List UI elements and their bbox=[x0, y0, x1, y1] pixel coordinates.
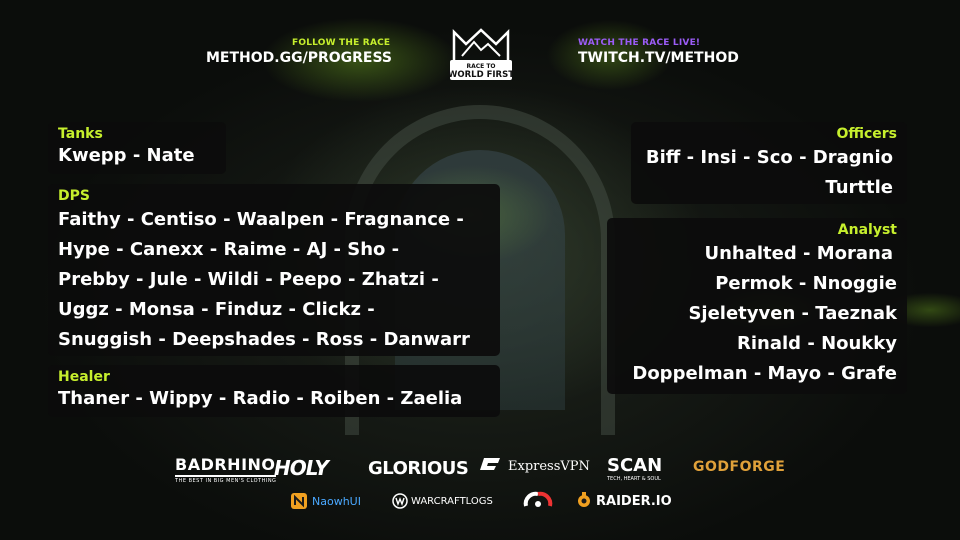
sponsor-name: ExpressVPN bbox=[508, 458, 590, 474]
logo-line2: WORLD FIRST bbox=[448, 70, 514, 80]
race-to-world-first-logo: RACE TO WORLD FIRST bbox=[448, 28, 514, 80]
healer-line: Thaner - Wippy - Radio - Roiben - Zaelia bbox=[58, 388, 463, 409]
analyst-line: Unhalted - Morana bbox=[704, 243, 893, 264]
follow-label: FOLLOW THE RACE bbox=[292, 38, 391, 48]
dps-line: Faithy - Centiso - Waalpen - Fragnance - bbox=[58, 209, 464, 230]
sponsor-sub: THE BEST IN BIG MEN'S CLOTHING bbox=[175, 478, 277, 484]
sponsor-badrhino[interactable]: BADRHINO THE BEST IN BIG MEN'S CLOTHING bbox=[175, 455, 277, 484]
tanks-title: Tanks bbox=[58, 126, 103, 142]
analyst-title: Analyst bbox=[837, 222, 897, 238]
officers-title: Officers bbox=[836, 126, 897, 142]
healer-panel: Healer Thaner - Wippy - Radio - Roiben -… bbox=[48, 365, 500, 417]
watch-url[interactable]: TWITCH.TV/METHOD bbox=[578, 50, 739, 66]
sponsor-name: NaowhUI bbox=[312, 494, 361, 508]
analyst-line: Sjeletyven - Taeznak bbox=[688, 303, 897, 324]
sponsor-sub: TECH, HEART & SOUL bbox=[607, 476, 661, 482]
analyst-line: Rinald - Noukky bbox=[737, 333, 897, 354]
sponsor-scan[interactable]: SCAN TECH, HEART & SOUL bbox=[607, 455, 662, 482]
analyst-line: Permok - Nnoggie bbox=[715, 273, 897, 294]
officers-panel: Officers Biff - Insi - Sco - Dragnio Tur… bbox=[631, 122, 907, 204]
tanks-panel: Tanks Kwepp - Nate bbox=[48, 122, 226, 174]
dps-panel: DPS Faithy - Centiso - Waalpen - Fragnan… bbox=[48, 184, 500, 356]
dps-line: Prebby - Jule - Wildi - Peepo - Zhatzi - bbox=[58, 269, 439, 290]
sponsor-name: WARCRAFTLOGS bbox=[411, 495, 493, 507]
sponsor-naowhui[interactable]: NaowhUI bbox=[290, 492, 361, 510]
dps-line: Uggz - Monsa - Finduz - Clickz - bbox=[58, 299, 375, 320]
sponsor-godforge[interactable]: GODFORGE bbox=[693, 459, 786, 475]
sponsor-name: SCAN bbox=[607, 455, 663, 476]
analyst-panel: Analyst Unhalted - Morana Permok - Nnogg… bbox=[607, 218, 907, 394]
tanks-line: Kwepp - Nate bbox=[58, 145, 195, 166]
warcraftlogs-icon bbox=[392, 493, 408, 509]
sponsor-warcraftlogs[interactable]: WARCRAFTLOGS bbox=[392, 493, 493, 509]
sponsor-expressvpn[interactable]: ExpressVPN bbox=[478, 456, 590, 476]
naowhui-icon bbox=[291, 493, 307, 509]
sponsor-raiderio[interactable]: RAIDER.IO bbox=[576, 492, 672, 510]
healer-title: Healer bbox=[58, 369, 110, 385]
raiderio-icon bbox=[578, 492, 590, 507]
follow-url[interactable]: METHOD.GG/PROGRESS bbox=[206, 50, 393, 66]
sponsor-holy[interactable]: HOLY bbox=[274, 456, 329, 480]
officers-line: Turttle bbox=[825, 177, 893, 198]
analyst-line: Doppelman - Mayo - Grafe bbox=[632, 363, 897, 384]
sponsor-swirl-icon[interactable] bbox=[522, 490, 554, 512]
dps-line: Snuggish - Deepshades - Ross - Danwarr bbox=[58, 329, 470, 350]
logo-line1: RACE TO bbox=[466, 63, 495, 70]
expressvpn-icon bbox=[480, 458, 500, 470]
watch-label: WATCH THE RACE LIVE! bbox=[578, 38, 701, 48]
sponsor-name: BADRHINO bbox=[175, 455, 276, 474]
officers-line: Biff - Insi - Sco - Dragnio bbox=[645, 147, 893, 168]
dps-line: Hype - Canexx - Raime - AJ - Sho - bbox=[58, 239, 400, 260]
sponsor-name: RAIDER.IO bbox=[596, 493, 672, 509]
dps-title: DPS bbox=[58, 188, 90, 204]
sponsor-glorious[interactable]: GLORIOUS bbox=[368, 458, 469, 479]
